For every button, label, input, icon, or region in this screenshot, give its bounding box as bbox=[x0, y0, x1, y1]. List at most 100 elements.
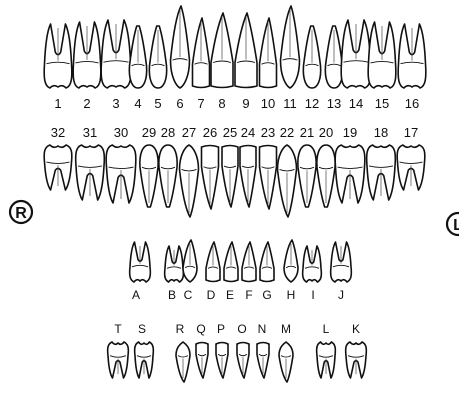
permanent-lower-labels: 32313029282726252423222120191817 bbox=[51, 125, 418, 140]
permanent-lower-arch bbox=[44, 145, 425, 217]
label-1: 1 bbox=[54, 96, 61, 111]
label-16: 16 bbox=[405, 96, 419, 111]
label-20: 20 bbox=[319, 125, 333, 140]
label-4: 4 bbox=[134, 96, 141, 111]
label-G: G bbox=[262, 288, 271, 302]
label-A: A bbox=[132, 288, 140, 302]
label-5: 5 bbox=[154, 96, 161, 111]
tooth-G bbox=[260, 242, 274, 282]
label-31: 31 bbox=[83, 125, 97, 140]
label-15: 15 bbox=[375, 96, 389, 111]
label-R: R bbox=[176, 322, 185, 336]
label-M: M bbox=[281, 322, 291, 336]
tooth-18 bbox=[367, 145, 396, 200]
tooth-S bbox=[135, 342, 154, 378]
label-32: 32 bbox=[51, 125, 65, 140]
label-23: 23 bbox=[261, 125, 275, 140]
tooth-B bbox=[165, 246, 184, 282]
label-O: O bbox=[237, 322, 246, 336]
label-9: 9 bbox=[242, 96, 249, 111]
label-21: 21 bbox=[300, 125, 314, 140]
tooth-9 bbox=[235, 13, 257, 88]
tooth-H bbox=[284, 240, 298, 282]
tooth-F bbox=[242, 242, 256, 282]
tooth-Q bbox=[196, 343, 208, 379]
tooth-3 bbox=[101, 20, 131, 88]
left-side-marker: L bbox=[447, 213, 459, 235]
tooth-6 bbox=[171, 6, 190, 88]
label-27: 27 bbox=[182, 125, 196, 140]
label-D: D bbox=[207, 288, 216, 302]
right-side-marker: R bbox=[10, 201, 32, 223]
primary-lower-labels: T S RQPONM L K bbox=[114, 322, 360, 336]
tooth-N bbox=[257, 343, 269, 379]
tooth-22 bbox=[278, 145, 297, 217]
label-I: I bbox=[311, 288, 314, 302]
tooth-27 bbox=[180, 145, 199, 217]
tooth-16 bbox=[398, 24, 426, 88]
tooth-20 bbox=[317, 145, 335, 207]
tooth-C bbox=[183, 240, 197, 282]
tooth-30 bbox=[106, 145, 136, 203]
label-29: 29 bbox=[142, 125, 156, 140]
tooth-E bbox=[224, 242, 238, 282]
tooth-12 bbox=[303, 26, 320, 88]
tooth-I bbox=[303, 246, 322, 282]
label-2: 2 bbox=[83, 96, 90, 111]
label-L: L bbox=[323, 322, 330, 336]
label-28: 28 bbox=[161, 125, 175, 140]
label-11: 11 bbox=[283, 96, 297, 111]
label-C: C bbox=[184, 288, 193, 302]
label-25: 25 bbox=[223, 125, 237, 140]
tooth-29 bbox=[140, 145, 158, 207]
tooth-14 bbox=[341, 20, 371, 88]
label-P: P bbox=[217, 322, 225, 336]
label-E: E bbox=[226, 288, 234, 302]
label-F: F bbox=[245, 288, 252, 302]
tooth-J bbox=[331, 242, 352, 282]
label-J: J bbox=[338, 288, 344, 302]
label-18: 18 bbox=[374, 125, 388, 140]
label-T: T bbox=[114, 322, 122, 336]
label-19: 19 bbox=[343, 125, 357, 140]
tooth-17 bbox=[397, 145, 425, 190]
tooth-T bbox=[108, 342, 129, 378]
label-H: H bbox=[287, 288, 296, 302]
label-26: 26 bbox=[203, 125, 217, 140]
tooth-26 bbox=[202, 146, 219, 210]
label-8: 8 bbox=[218, 96, 225, 111]
label-30: 30 bbox=[114, 125, 128, 140]
tooth-7 bbox=[193, 18, 210, 88]
tooth-2 bbox=[73, 22, 101, 88]
tooth-L bbox=[317, 342, 336, 378]
tooth-32 bbox=[44, 145, 72, 190]
tooth-R bbox=[176, 342, 190, 382]
tooth-10 bbox=[260, 18, 277, 88]
left-marker-label: L bbox=[453, 217, 459, 234]
label-17: 17 bbox=[404, 125, 418, 140]
tooth-D bbox=[206, 242, 220, 282]
tooth-1 bbox=[44, 24, 72, 88]
label-14: 14 bbox=[349, 96, 363, 111]
label-N: N bbox=[258, 322, 267, 336]
tooth-11 bbox=[281, 6, 300, 88]
label-S: S bbox=[138, 322, 146, 336]
tooth-21 bbox=[298, 145, 316, 207]
permanent-upper-arch bbox=[44, 6, 426, 88]
permanent-upper-labels: 12345678910111213141516 bbox=[54, 96, 419, 111]
tooth-23 bbox=[260, 146, 277, 210]
label-7: 7 bbox=[197, 96, 204, 111]
tooth-28 bbox=[159, 145, 177, 207]
tooth-25 bbox=[222, 146, 238, 208]
label-10: 10 bbox=[261, 96, 275, 111]
tooth-15 bbox=[368, 22, 396, 88]
label-Q: Q bbox=[196, 322, 205, 336]
label-6: 6 bbox=[176, 96, 183, 111]
tooth-13 bbox=[325, 26, 342, 88]
right-marker-label: R bbox=[15, 205, 27, 222]
label-K: K bbox=[352, 322, 360, 336]
tooth-K bbox=[346, 342, 367, 378]
